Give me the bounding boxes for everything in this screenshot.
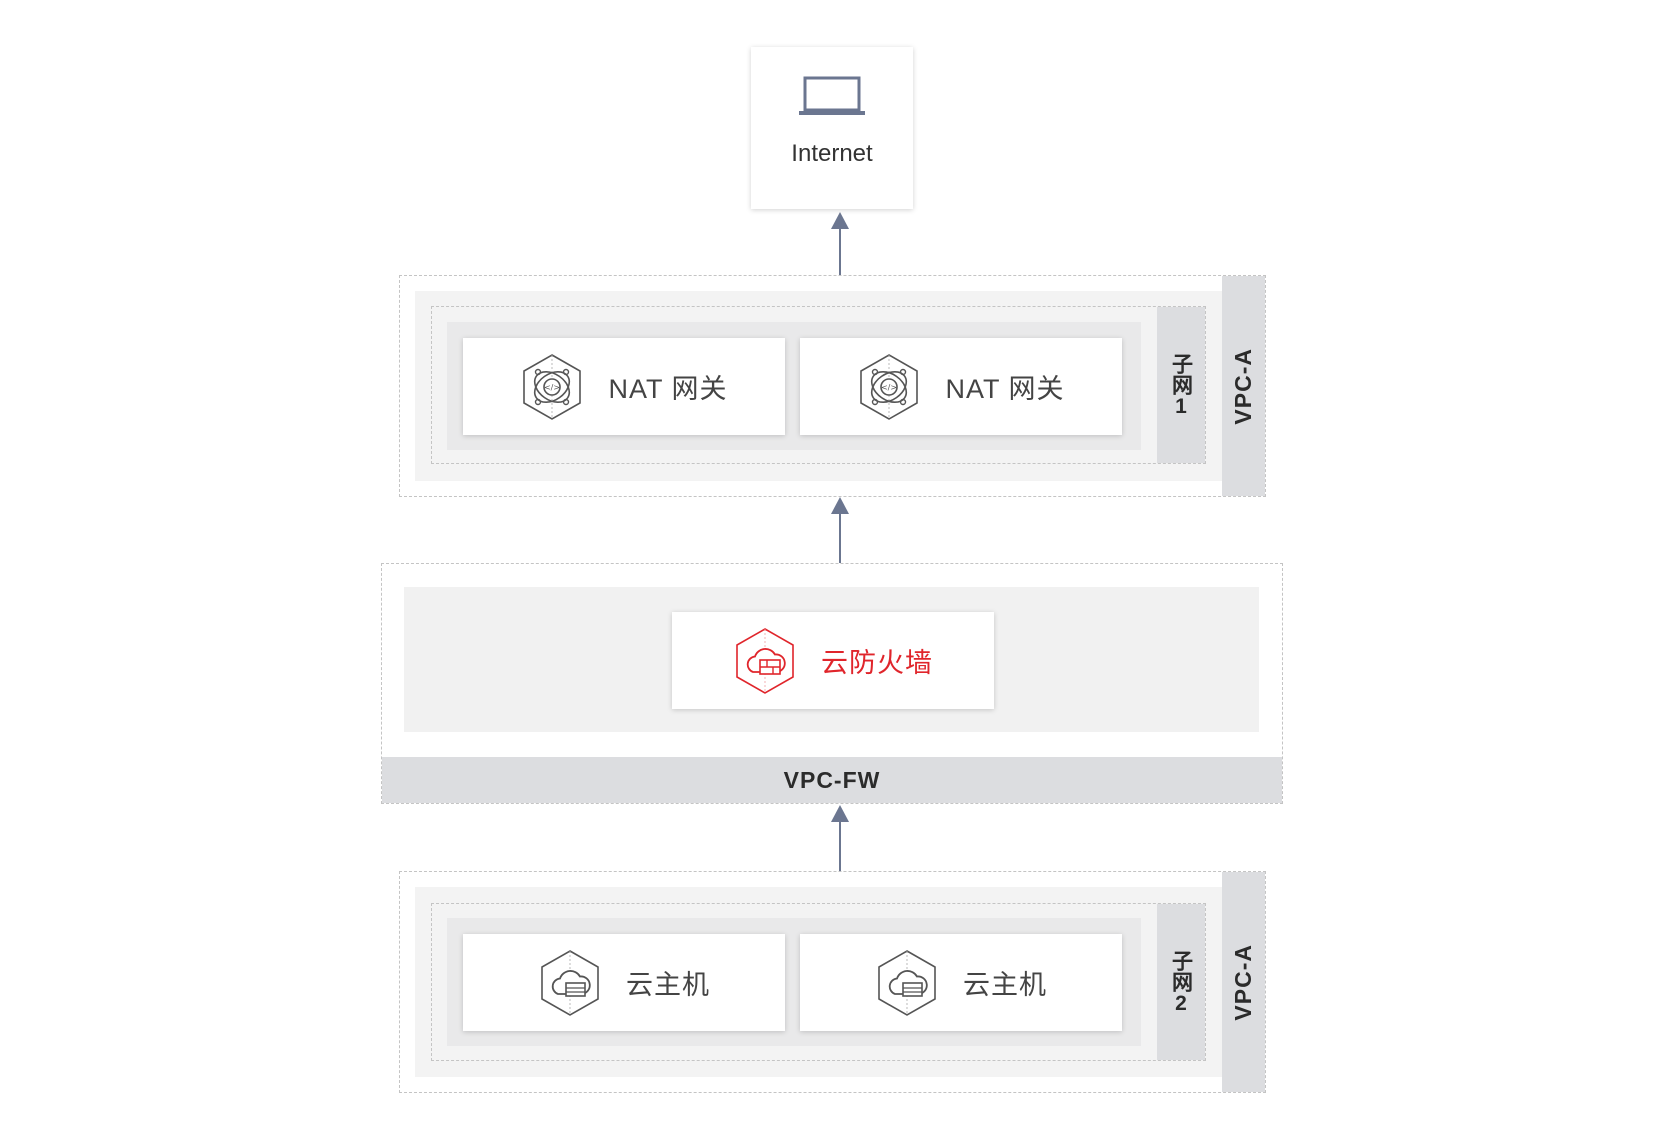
subnet-1-label: 子网1 — [1169, 352, 1193, 418]
nat-gateway-icon: </> — [520, 352, 584, 422]
vpc-fw-bottom-label: VPC-FW — [382, 757, 1282, 803]
cloud-host-node-1[interactable]: 云主机 — [463, 934, 785, 1031]
nat-gateway-node-1[interactable]: </> NAT 网关 — [463, 338, 785, 435]
vpc-a-top-side-label: VPC-A — [1222, 276, 1265, 496]
cloud-host-icon — [538, 948, 602, 1018]
internet-label: Internet — [791, 140, 873, 167]
cloud-host-label: 云主机 — [626, 970, 710, 1000]
arrow-to-internet — [830, 212, 850, 278]
nat-gateway-label: NAT 网关 — [945, 374, 1065, 404]
laptop-icon — [799, 75, 865, 124]
subnet-1-group — [431, 306, 1206, 464]
vpc-a-top-label: VPC-A — [1230, 347, 1256, 425]
subnet-2-side-label: 子网2 — [1157, 904, 1205, 1060]
subnet-2-group — [431, 903, 1206, 1061]
svg-text:</>: </> — [881, 383, 897, 392]
arrow-to-firewall — [830, 805, 850, 871]
subnet-2-label: 子网2 — [1169, 949, 1193, 1015]
cloud-firewall-icon — [733, 626, 797, 696]
cloud-host-icon — [875, 948, 939, 1018]
internet-node[interactable]: Internet — [751, 47, 913, 209]
nat-gateway-node-2[interactable]: </> NAT 网关 — [800, 338, 1122, 435]
vpc-a-bottom-side-label: VPC-A — [1222, 872, 1265, 1092]
subnet-1-side-label: 子网1 — [1157, 307, 1205, 463]
vpc-a-bottom-label: VPC-A — [1230, 943, 1256, 1021]
cloud-host-label: 云主机 — [963, 970, 1047, 1000]
svg-text:</>: </> — [544, 383, 560, 392]
nat-gateway-icon: </> — [857, 352, 921, 422]
cloud-firewall-node[interactable]: 云防火墙 — [672, 612, 994, 709]
vpc-fw-label: VPC-FW — [783, 766, 881, 793]
cloud-firewall-label: 云防火墙 — [821, 648, 933, 678]
arrow-to-nat — [830, 497, 850, 563]
nat-gateway-label: NAT 网关 — [608, 374, 728, 404]
cloud-host-node-2[interactable]: 云主机 — [800, 934, 1122, 1031]
